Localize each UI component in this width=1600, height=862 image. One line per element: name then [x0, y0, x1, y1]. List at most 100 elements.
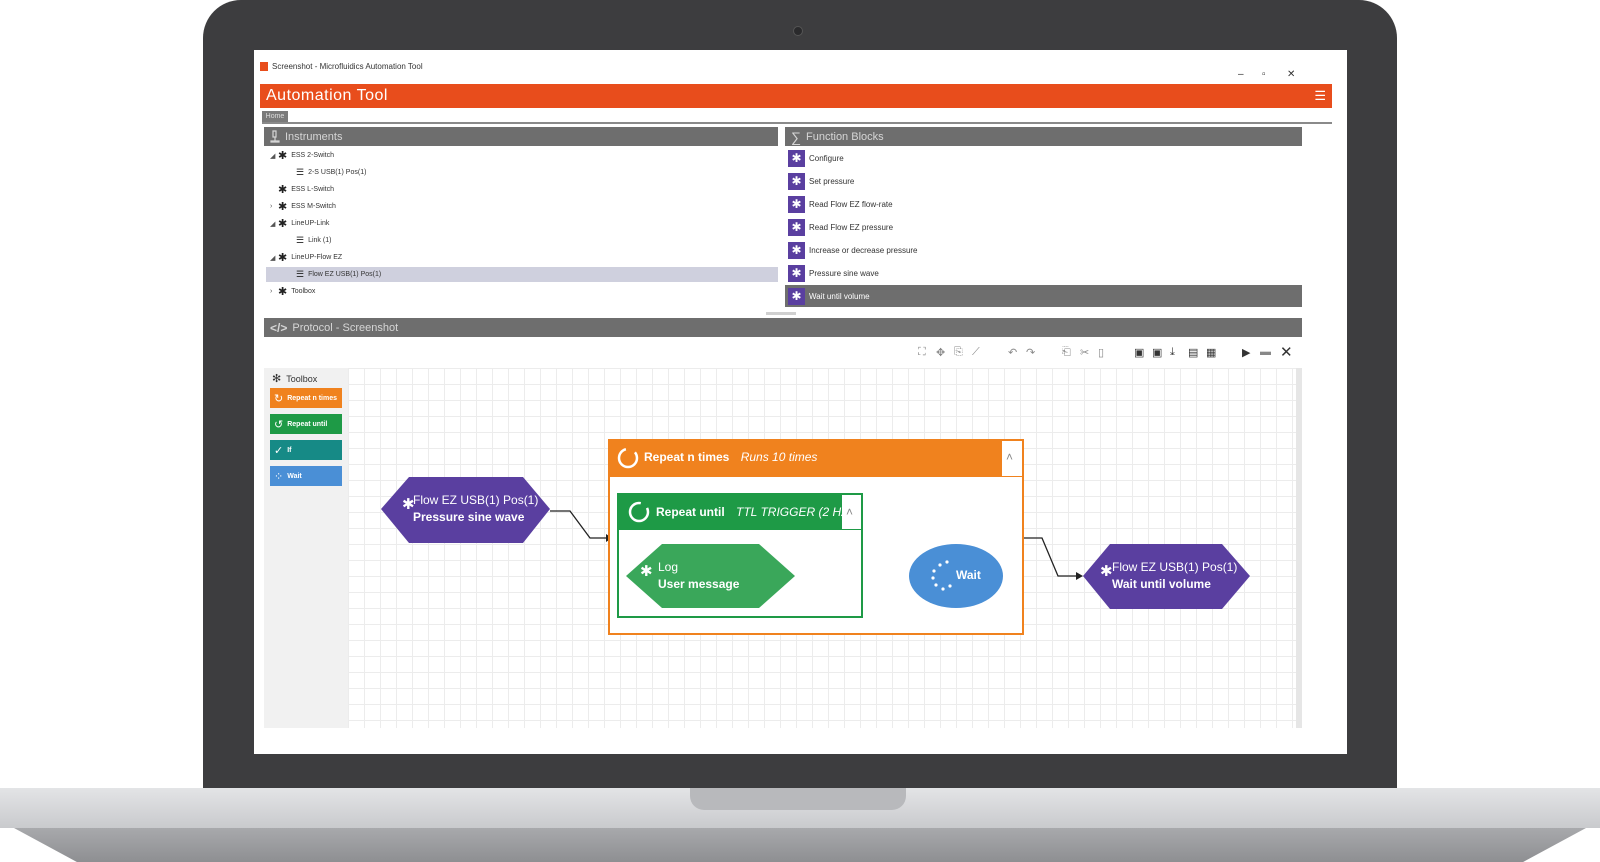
instrument-tree-item[interactable]: ☰Flow EZ USB(1) Pos(1) [266, 267, 778, 282]
tree-caret-icon[interactable]: › [270, 288, 273, 295]
spinner-icon [931, 560, 952, 591]
toolbox-item[interactable]: ↺Repeat until [270, 414, 342, 434]
connector-3 [1023, 537, 1076, 577]
puzzle-icon: ✱ [788, 218, 805, 236]
close-window-button[interactable]: ✕ [1287, 69, 1296, 80]
tools-icon: ✱ [278, 184, 288, 196]
repeat-until-title: Repeat until [656, 505, 725, 519]
function-block-item[interactable]: ✱Set pressure [785, 170, 1302, 192]
canvas-scrollbar[interactable] [1296, 368, 1302, 728]
instrument-tree-item[interactable]: ◢✱ESS 2-Switch [266, 148, 778, 163]
flow-diagram [381, 439, 1250, 635]
toolbox-item[interactable]: ⁘Wait [270, 466, 342, 486]
instrument-label: Flow EZ USB(1) Pos(1) [308, 271, 382, 278]
instrument-label: Toolbox [291, 288, 316, 295]
function-blocks-title: Function Blocks [805, 130, 884, 143]
tree-caret-icon[interactable]: ◢ [270, 220, 276, 228]
toolbox-item-label: Repeat until [287, 420, 328, 428]
function-block-item[interactable]: ✱Configure [785, 147, 1302, 169]
panel-splitter[interactable] [766, 312, 796, 315]
repeat-icon: ↻ [274, 392, 284, 405]
wait-label: Wait [956, 568, 981, 582]
tools-icon: ✱ [278, 252, 288, 264]
cut-icon[interactable]: ✂ [1080, 347, 1090, 359]
redo-icon[interactable]: ↷ [1026, 347, 1036, 359]
fit-icon[interactable]: ⛶ [918, 346, 926, 358]
instruments-header: Instruments [264, 127, 778, 146]
puzzle-icon: ✱ [788, 287, 805, 305]
node-wait-until-volume[interactable] [1083, 544, 1250, 609]
tools-icon: ✱ [278, 201, 288, 213]
chevron-up-icon[interactable]: ˄ [846, 505, 854, 519]
repeat-n-collapse-button[interactable] [1002, 441, 1022, 476]
camera-icon [793, 26, 803, 36]
spinner-icon: ⁘ [274, 470, 284, 483]
tab-home[interactable]: Home [262, 111, 288, 122]
repeat-until-collapse-button[interactable] [842, 495, 861, 529]
toolbox-item[interactable]: ↻Repeat n times [270, 388, 342, 408]
node-log[interactable] [626, 544, 795, 608]
move-icon[interactable]: ✥ [936, 347, 946, 359]
laptop-bottom [14, 828, 1586, 862]
app-logo-icon [260, 62, 268, 71]
instrument-tree-item[interactable]: ☰Link (1) [266, 233, 778, 248]
repeat-n-times-header [609, 440, 1023, 477]
toolbox-item-label: Repeat n times [287, 394, 338, 402]
instrument-tree-item[interactable]: ◢✱LineUP-Flow EZ [266, 250, 778, 265]
stop-icon[interactable]: ▬ [1260, 346, 1271, 358]
hamburger-menu-icon[interactable]: ☰ [1314, 88, 1326, 103]
export-icon[interactable]: ⎘ [954, 346, 963, 358]
function-block-label: Pressure sine wave [809, 268, 879, 278]
instrument-label: 2-S USB(1) Pos(1) [308, 169, 367, 176]
instrument-tree-item[interactable]: ›✱Toolbox [266, 284, 778, 299]
repeat-until-icon: ↺ [274, 418, 284, 431]
tree-caret-icon[interactable]: › [270, 203, 273, 210]
download-icon[interactable]: ⤓ [1170, 346, 1175, 358]
function-block-item[interactable]: ✱Read Flow EZ flow-rate [785, 193, 1302, 215]
play-icon[interactable]: ▶ [1242, 347, 1251, 359]
instrument-label: ESS L-Switch [291, 186, 335, 193]
function-block-item[interactable]: ✱Increase or decrease pressure [785, 239, 1302, 261]
function-block-item[interactable]: ✱Pressure sine wave [785, 262, 1302, 284]
app-window: Screenshot - Microfluidics Automation To… [254, 50, 1347, 754]
instrument-tree-item[interactable]: ◢✱LineUP-Link [266, 216, 778, 231]
node-pressure-sine-wave[interactable] [381, 477, 550, 543]
app-title: Automation Tool [266, 87, 388, 104]
repeat-until-label: Repeat until TTL TRIGGER (2 Hz) [656, 504, 851, 521]
node-wait[interactable] [909, 544, 1003, 608]
function-block-item[interactable]: ✱ Read Flow EZ pressure [785, 216, 1302, 238]
tools-icon: ✱ [278, 218, 288, 230]
protocol-toolbar: ⛶ ✥ ⎘ ⟋ ↶ ↷ ⎗ ✂ ▯ ▣ ▣ ⤓ ▤ ▦ ▶ ▬ ✕ [264, 337, 1304, 367]
log-line2: User message [658, 577, 740, 591]
instrument-tree-item[interactable]: ✱ESS L-Switch [266, 182, 778, 197]
function-block-label: Read Flow EZ pressure [809, 222, 894, 232]
undo-icon[interactable]: ↶ [1008, 347, 1018, 359]
maximize-button[interactable]: ▫ [1262, 69, 1266, 80]
connector-1 [550, 510, 606, 539]
paste-icon[interactable]: ▯ [1098, 347, 1105, 359]
chevron-up-icon[interactable]: ˄ [1006, 450, 1014, 464]
function-block-item[interactable]: ✱Wait until volume [785, 285, 1302, 307]
toolbox-item[interactable]: ✓If [270, 440, 342, 460]
instrument-tree-item[interactable]: ›✱ESS M-Switch [266, 199, 778, 214]
tree-caret-icon[interactable]: ◢ [270, 254, 276, 262]
save-icon[interactable]: ▣ [1134, 347, 1145, 359]
magic-icon[interactable]: ⟋ [972, 346, 980, 358]
instrument-label: LineUP-Link [291, 220, 330, 227]
instrument-tree-item[interactable]: ☰2-S USB(1) Pos(1) [266, 165, 778, 180]
function-blocks-list: ✱Configure✱Set pressure✱Read Flow EZ flo… [785, 146, 1302, 308]
minimize-button[interactable]: – [1238, 69, 1244, 80]
puzzle-icon: ✱ [1100, 563, 1113, 580]
repeat-n-title: Repeat n times [644, 450, 730, 464]
close-icon[interactable]: ✕ [1280, 344, 1293, 361]
node-wait-until-volume-text: Flow EZ USB(1) Pos(1) Wait until volume [1112, 559, 1237, 593]
clipboard-icon[interactable]: ▤ [1188, 347, 1199, 359]
node1-line2: Pressure sine wave [413, 510, 525, 524]
window-title: Screenshot - Microfluidics Automation To… [272, 62, 423, 71]
tree-caret-icon[interactable]: ◢ [270, 152, 276, 160]
node2-line1: Flow EZ USB(1) Pos(1) [1112, 560, 1238, 574]
copy-icon[interactable]: ⎗ [1062, 346, 1071, 358]
device-icon: ☰ [296, 235, 305, 245]
save-as-icon[interactable]: ▣ [1152, 347, 1163, 359]
document-icon[interactable]: ▦ [1206, 347, 1217, 359]
